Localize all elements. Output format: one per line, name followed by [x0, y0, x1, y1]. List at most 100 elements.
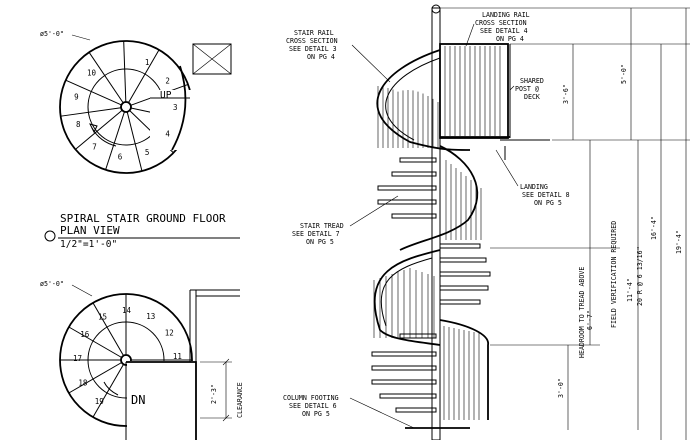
upper-tread-number: 10: [87, 68, 97, 77]
landing-line3: ON PG 5: [534, 199, 562, 207]
upper-landing-edge: [171, 65, 187, 151]
upper-diameter-leader: [71, 34, 91, 41]
upper-tread-number: 5: [145, 148, 150, 157]
column-footing-callout: COLUMN FOOTING SEE DETAIL 6 ON PG 5: [283, 394, 415, 429]
upper-tread-line: [75, 109, 123, 150]
lower-plan-view: ø5'-0" DN 2'-3" CLEARANCE 11121314151617…: [40, 280, 244, 440]
lower-direction-label: DN: [131, 393, 145, 407]
landing-line2: SEE DETAIL 8: [522, 191, 570, 199]
lower-tread-line: [68, 326, 122, 358]
lower-tread-number: 16: [80, 330, 90, 339]
shared-post-leader: [509, 85, 515, 91]
shared-post-line1: SHARED: [520, 77, 544, 85]
lower-tread-number: 15: [98, 313, 107, 322]
upper-plan-diameter: ø5'-0": [40, 30, 64, 38]
lower-tread-number: 14: [122, 306, 132, 315]
lower-plan-diameter: ø5'-0": [40, 280, 64, 288]
dim-rail-height: 3'-6": [562, 84, 570, 104]
upper-tread-line: [88, 52, 124, 104]
plan-title-line1: SPIRAL STAIR GROUND FLOOR: [60, 212, 226, 225]
column-symbol-box: [192, 43, 232, 75]
column-footing-line1: COLUMN FOOTING: [283, 394, 339, 402]
landing-rail-callout: LANDING RAIL CROSS SECTION SEE DETAIL 4 …: [465, 11, 530, 47]
upper-center-column: [120, 101, 132, 113]
lower-diameter-leader: [71, 284, 93, 297]
lower-tread-number: 11: [173, 352, 182, 361]
dim-rise-detail: 20 R @ 6 13/16": [636, 246, 644, 306]
landing-rail-line2: CROSS SECTION: [475, 19, 527, 27]
upper-tread-line: [65, 79, 122, 106]
column-footing-leader: [349, 397, 415, 429]
upper-tread-number: 9: [74, 93, 79, 102]
column-footing-line3: ON PG 5: [302, 410, 330, 418]
upper-tread-line: [123, 41, 127, 103]
upper-arrowhead: [89, 123, 98, 134]
stair-tread-line1: STAIR TREAD: [300, 222, 344, 230]
upper-tread-number: 8: [76, 120, 81, 129]
stair-rail-line2: CROSS SECTION: [286, 37, 338, 45]
lower-wall-line: [189, 290, 197, 362]
landing-rail-leader: [465, 23, 475, 47]
clearance-dimension: 2'-3": [210, 384, 218, 404]
upper-tread-line: [126, 111, 143, 172]
middle-helix-b-inner: [380, 257, 433, 327]
landing-leader: [495, 149, 519, 187]
dim-rise-total: 11'-4": [626, 278, 634, 302]
clearance-dim-ticks: [222, 358, 230, 422]
middle-helix-b: [373, 249, 441, 346]
mid-rail-balusters: [373, 160, 482, 420]
upper-tread-line: [105, 111, 125, 170]
clearance-dim-lines: [200, 361, 232, 419]
dim-height-1: 16'-4": [650, 216, 658, 240]
stair-tread: [395, 407, 437, 413]
stair-tread: [439, 243, 481, 249]
stair-rail-callout: STAIR RAIL CROSS SECTION SEE DETAIL 3 ON…: [286, 29, 391, 83]
stair-tread: [379, 393, 437, 399]
upper-tread-number: 3: [173, 103, 178, 112]
stair-rail-line1: STAIR RAIL: [294, 29, 334, 37]
upper-landing-mask: [150, 90, 194, 150]
upper-tread-number: 6: [118, 153, 123, 162]
plan-title-scale: 1/2"=1'-0": [60, 239, 117, 250]
elevation-view: [371, 4, 550, 441]
stair-tread: [371, 351, 437, 357]
landing-rail-line1: LANDING RAIL: [482, 11, 530, 19]
clearance-label: CLEARANCE: [236, 382, 244, 418]
stair-treads: [371, 157, 491, 413]
plan-title-line2: PLAN VIEW: [60, 224, 120, 237]
upper-tread-line: [128, 49, 160, 103]
lower-wall-top: [190, 289, 240, 297]
upper-tread-line: [60, 107, 122, 117]
lower-tread-line: [92, 302, 124, 356]
lower-tread-number: 17: [73, 354, 82, 363]
lower-walkline-arrow: [103, 381, 119, 396]
shared-post-callout: SHARED POST @ DECK: [509, 77, 544, 101]
stair-rail-leader: [351, 44, 391, 83]
lower-tread-number: 18: [78, 378, 88, 387]
stair-tread: [377, 185, 437, 191]
middle-helix-a: [399, 145, 479, 251]
lower-tread-number: 19: [95, 397, 104, 406]
lower-landing-mask: [127, 361, 197, 440]
upper-tread-number: 4: [165, 129, 170, 138]
stair-tread: [439, 271, 491, 277]
upper-tread-number: 7: [92, 142, 97, 151]
upper-rail-balusters: [377, 86, 439, 148]
lower-tread-line: [68, 362, 122, 394]
stair-tread: [391, 213, 437, 219]
upper-tread-number: 1: [145, 58, 150, 67]
stair-tread: [399, 333, 437, 339]
stair-rail-line3: SEE DETAIL 3: [289, 45, 337, 53]
shared-post-line3: DECK: [524, 93, 540, 101]
column-symbol-cross: [192, 43, 232, 75]
stair-tread: [377, 199, 437, 205]
dim-headroom-value: 6'-7": [586, 310, 594, 330]
stair-tread: [399, 157, 437, 163]
shared-post-line2: POST @: [515, 85, 539, 93]
stair-rail-line4: ON PG 4: [307, 53, 335, 61]
center-column: [431, 7, 441, 441]
